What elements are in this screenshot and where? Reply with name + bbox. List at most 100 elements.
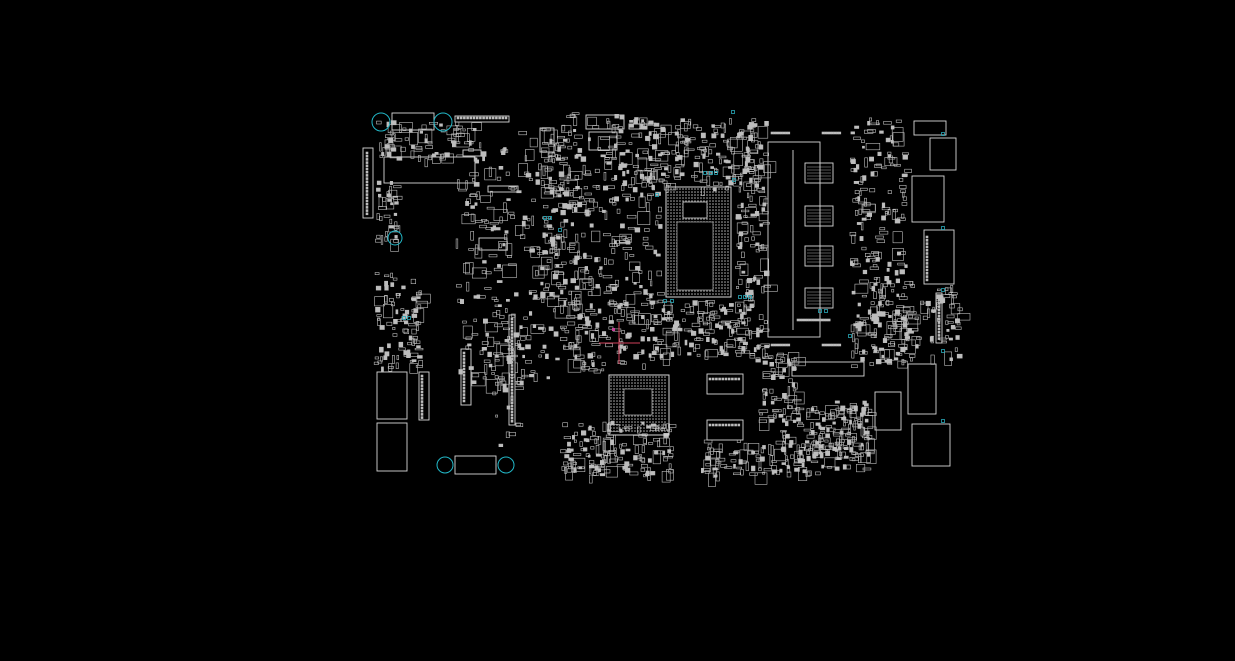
smd-pad bbox=[723, 159, 729, 163]
smd-pad bbox=[858, 444, 862, 451]
smd-pad bbox=[633, 455, 638, 461]
bga-ball bbox=[727, 242, 729, 244]
smd-pad bbox=[396, 156, 403, 161]
bga-ball bbox=[664, 397, 666, 399]
smd-pad bbox=[488, 254, 498, 258]
component-outline bbox=[923, 229, 955, 285]
smd-pad bbox=[560, 289, 564, 295]
smd-pad bbox=[655, 253, 661, 257]
smd-pad bbox=[635, 265, 641, 271]
bga-ball bbox=[676, 290, 678, 292]
bga-ball bbox=[727, 206, 729, 208]
bga-ball bbox=[721, 203, 723, 205]
smd-pad bbox=[498, 376, 505, 380]
smd-pad bbox=[613, 434, 616, 446]
smd-pad bbox=[468, 140, 472, 146]
bga-ball bbox=[691, 188, 693, 190]
bga-ball bbox=[670, 266, 672, 268]
smd-pad bbox=[650, 280, 653, 287]
smd-pad bbox=[559, 177, 568, 181]
smd-pad bbox=[897, 262, 905, 266]
bga-ball bbox=[610, 427, 612, 429]
smd-pad bbox=[553, 241, 558, 248]
smd-pad bbox=[754, 178, 761, 182]
smd-pad bbox=[444, 152, 450, 158]
smd-pad bbox=[703, 331, 710, 337]
bga-ball bbox=[715, 239, 717, 241]
smd-pad bbox=[417, 304, 422, 310]
smd-pad bbox=[684, 303, 690, 308]
smd-pad bbox=[674, 330, 678, 341]
smd-pad bbox=[786, 471, 792, 478]
connector-pin bbox=[510, 361, 514, 364]
smd-pad bbox=[641, 182, 647, 188]
smd-pad bbox=[723, 139, 729, 143]
smd-pad bbox=[878, 251, 882, 260]
smd-pad bbox=[680, 155, 685, 166]
connector-pin bbox=[510, 410, 514, 414]
smd-pad bbox=[465, 262, 474, 275]
smd-pad bbox=[851, 364, 858, 368]
smd-pad bbox=[622, 163, 628, 167]
smd-pad bbox=[558, 202, 563, 208]
smd-pad bbox=[884, 211, 890, 214]
connector-pin bbox=[787, 343, 791, 347]
smd-pad bbox=[653, 133, 659, 140]
smd-pad bbox=[654, 349, 659, 353]
smd-pad bbox=[850, 131, 855, 135]
bga-ball bbox=[685, 290, 687, 292]
smd-pad bbox=[731, 147, 736, 155]
smd-pad bbox=[385, 231, 388, 237]
smd-pad bbox=[535, 171, 540, 177]
bga-ball bbox=[658, 388, 660, 390]
bga-ball bbox=[616, 400, 618, 402]
smd-pad bbox=[741, 209, 750, 213]
smd-pad bbox=[914, 316, 919, 320]
smd-pad bbox=[501, 150, 506, 155]
bga-ball bbox=[640, 424, 642, 426]
smd-pad bbox=[675, 169, 679, 175]
smd-pad bbox=[950, 285, 954, 293]
smd-pad bbox=[376, 187, 381, 192]
bga-ball bbox=[667, 188, 669, 190]
connector-pin bbox=[727, 377, 731, 381]
smd-pad bbox=[713, 474, 718, 478]
smd-pad bbox=[413, 308, 425, 323]
smd-pad bbox=[684, 146, 689, 158]
bga-ball bbox=[727, 236, 729, 238]
smd-pad bbox=[855, 164, 860, 170]
smd-pad bbox=[861, 217, 867, 221]
bga-ball bbox=[670, 230, 672, 232]
smd-pad bbox=[578, 466, 583, 470]
bga-ball bbox=[682, 191, 684, 193]
smd-pad bbox=[434, 152, 439, 155]
smd-pad bbox=[761, 211, 769, 215]
smd-pad bbox=[876, 304, 880, 313]
smd-pad bbox=[741, 270, 746, 274]
smd-pad bbox=[622, 193, 631, 197]
bga-ball bbox=[643, 379, 645, 381]
bga-ball bbox=[655, 379, 657, 381]
smd-pad bbox=[548, 143, 556, 147]
bga-ball bbox=[685, 191, 687, 193]
smd-pad bbox=[657, 292, 665, 296]
bga-ball bbox=[688, 218, 690, 220]
smd-pad bbox=[887, 343, 896, 347]
smd-pad bbox=[836, 457, 842, 461]
smd-pad bbox=[680, 118, 685, 122]
smd-pad bbox=[567, 173, 571, 179]
smd-pad bbox=[541, 150, 547, 153]
smd-pad bbox=[457, 125, 463, 129]
smd-pad bbox=[642, 150, 649, 154]
smd-pad bbox=[697, 317, 700, 323]
smd-pad bbox=[875, 257, 880, 262]
connector-pin bbox=[462, 396, 466, 400]
smd-pad bbox=[657, 299, 664, 304]
bga-ball bbox=[619, 415, 621, 417]
connector-pin bbox=[365, 212, 369, 216]
smd-pad bbox=[793, 356, 806, 367]
smd-pad bbox=[542, 142, 549, 145]
smd-pad bbox=[571, 435, 575, 440]
bga-ball bbox=[622, 427, 624, 429]
